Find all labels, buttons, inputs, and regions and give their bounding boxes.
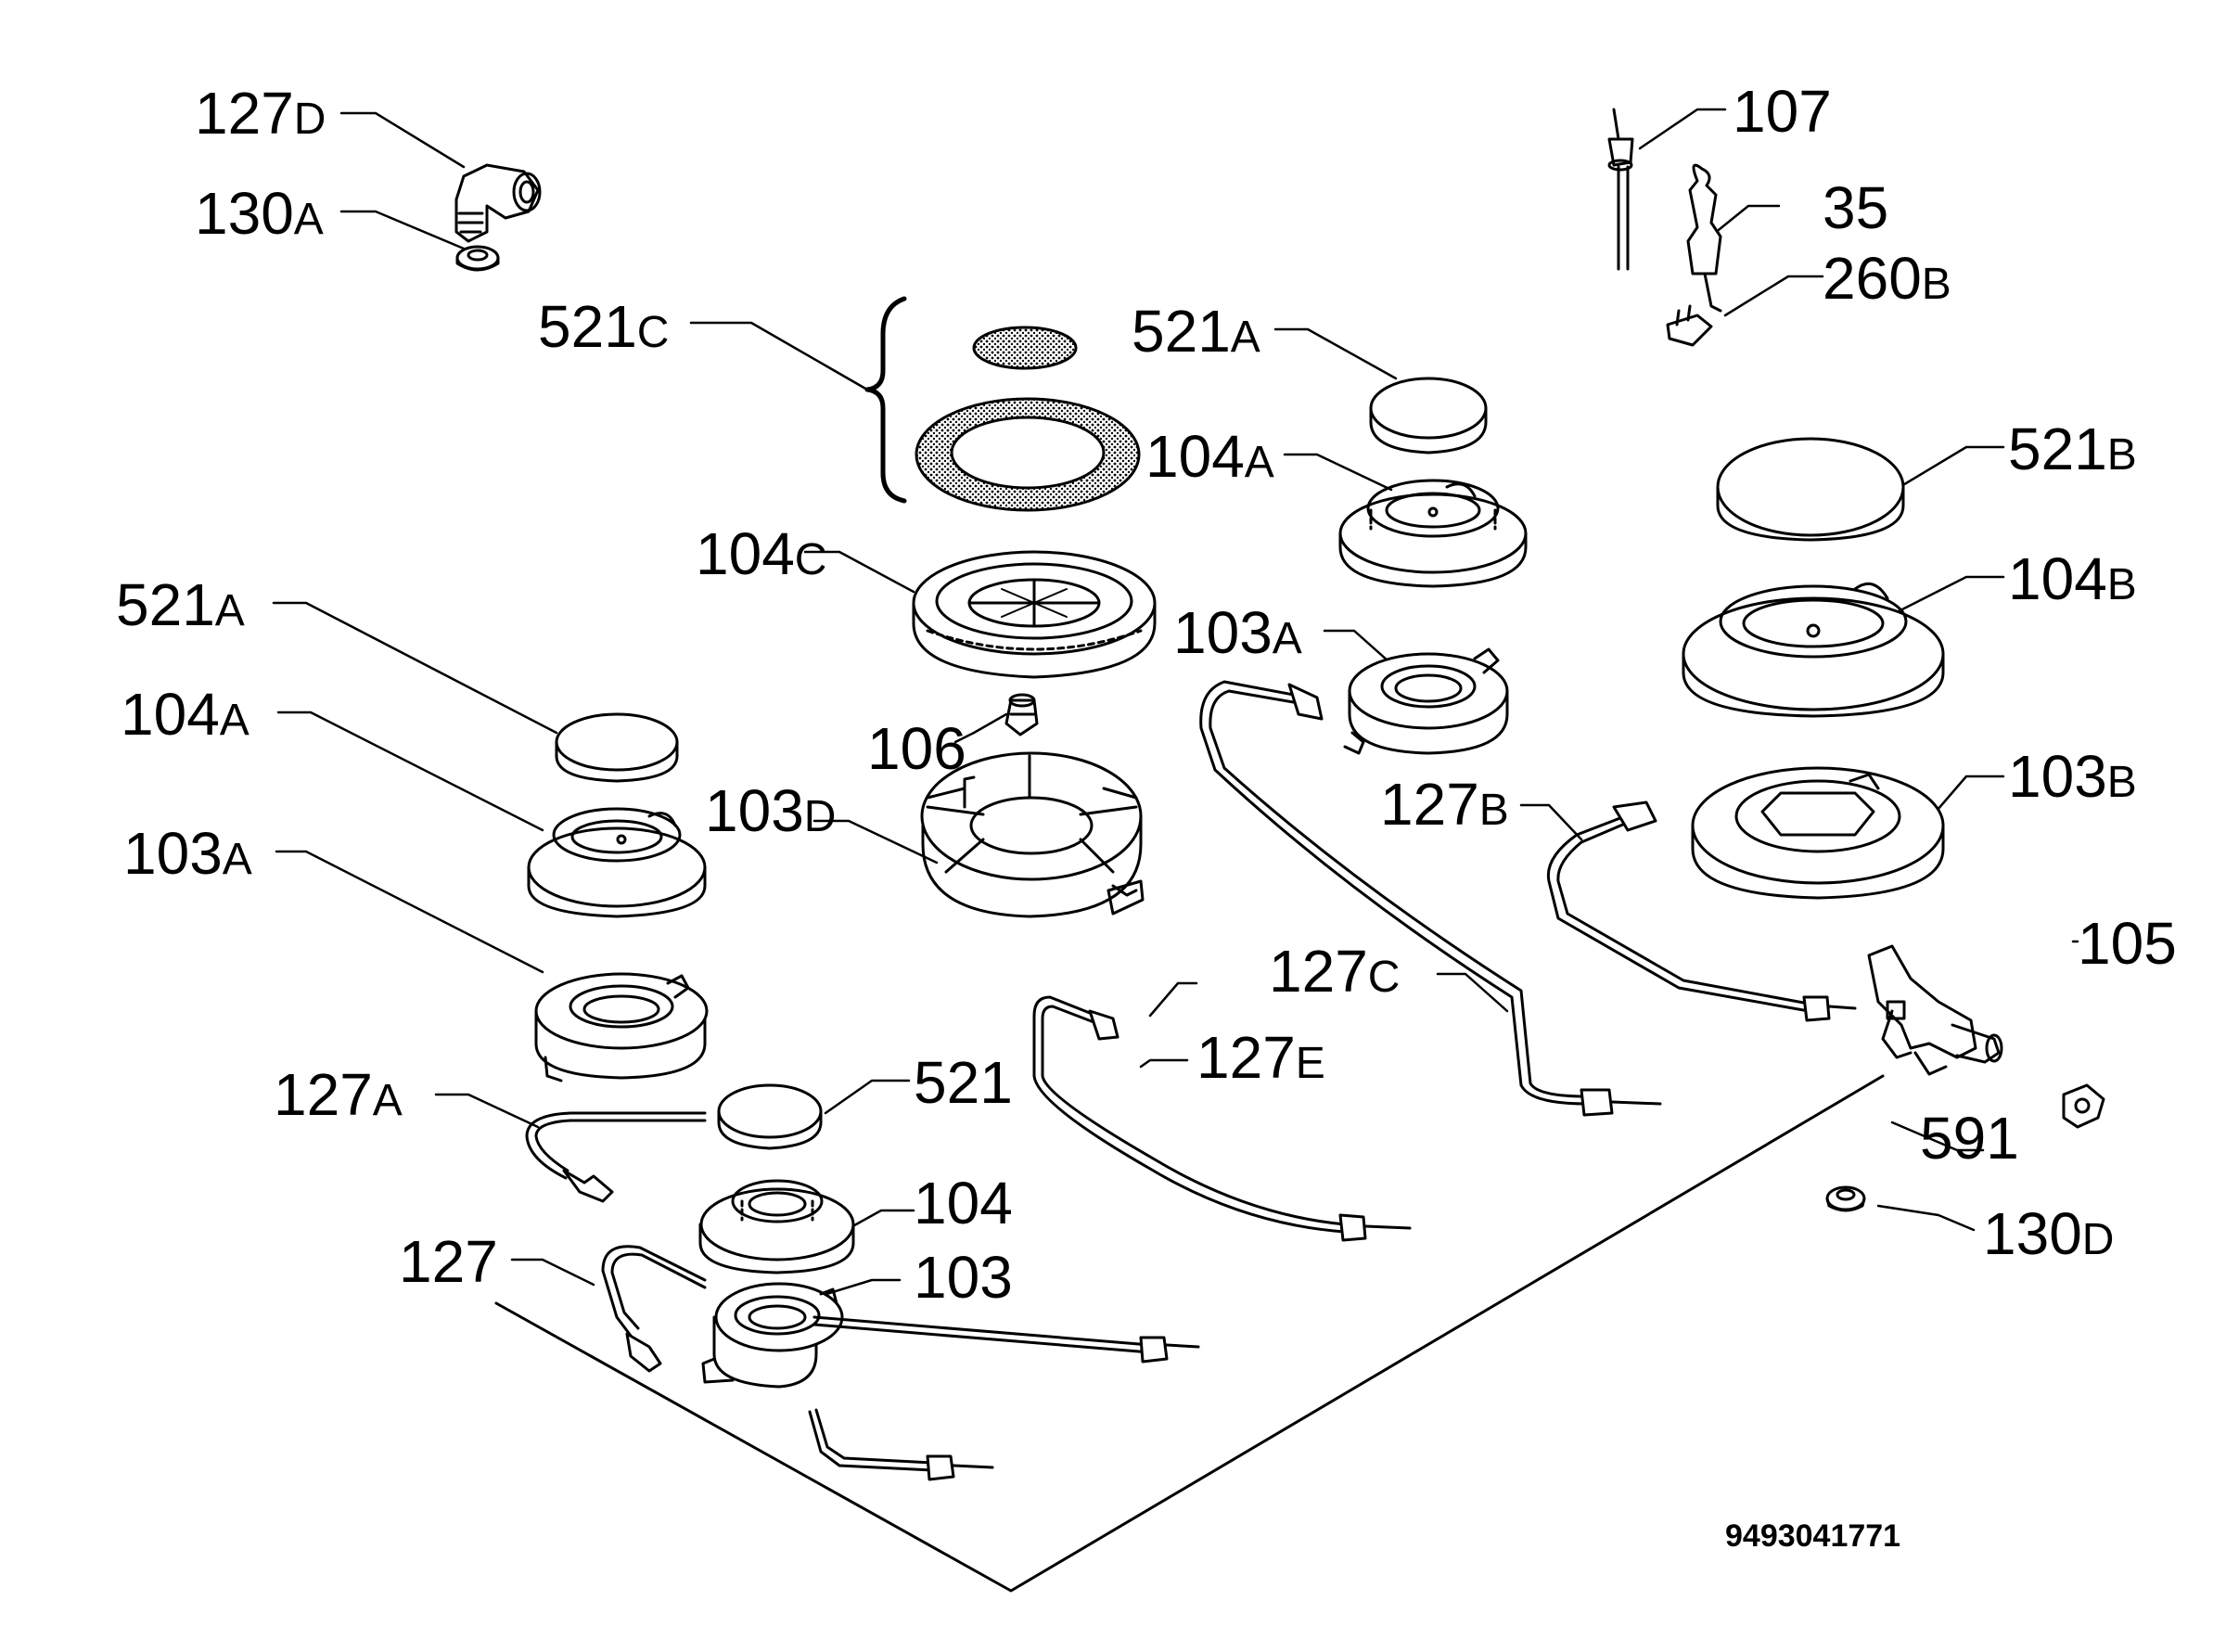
- electrode-35: [1686, 163, 1722, 313]
- pipes: [525, 680, 1857, 1481]
- washer-130a: [455, 245, 500, 272]
- washer-130d: [1825, 1185, 1866, 1212]
- burner-base-103: [701, 1282, 844, 1389]
- burner-104b: [1682, 582, 1945, 718]
- thermocouple-107: [1607, 108, 1634, 271]
- gas-valve-105: [1867, 944, 2003, 1076]
- washer-591: [2062, 1083, 2105, 1129]
- cap-521a-top: [1369, 377, 1488, 455]
- elbow-fitting-127d: [454, 163, 542, 243]
- document-number: 9493041771: [1725, 1518, 1901, 1554]
- cap-521b: [1716, 437, 1905, 542]
- leader-lines: [272, 108, 2079, 1300]
- burner-base-103d: [920, 751, 1145, 918]
- cap-521c: [915, 326, 1141, 512]
- burner-base-103a-mid: [1343, 647, 1509, 755]
- hob-outline: [494, 1074, 1885, 1593]
- bracket-521c: [864, 296, 907, 504]
- burner-104a-left: [527, 807, 707, 918]
- clip-260b: [1666, 304, 1713, 347]
- injector-106: [1004, 693, 1039, 736]
- cap-521a-left: [555, 712, 679, 783]
- cap-521: [717, 1083, 823, 1150]
- burner-base-103b: [1691, 766, 1945, 900]
- burner-104: [698, 1179, 855, 1274]
- burner-104a-top: [1338, 479, 1528, 588]
- burner-104c: [912, 550, 1157, 679]
- burner-base-103a-left: [534, 972, 709, 1082]
